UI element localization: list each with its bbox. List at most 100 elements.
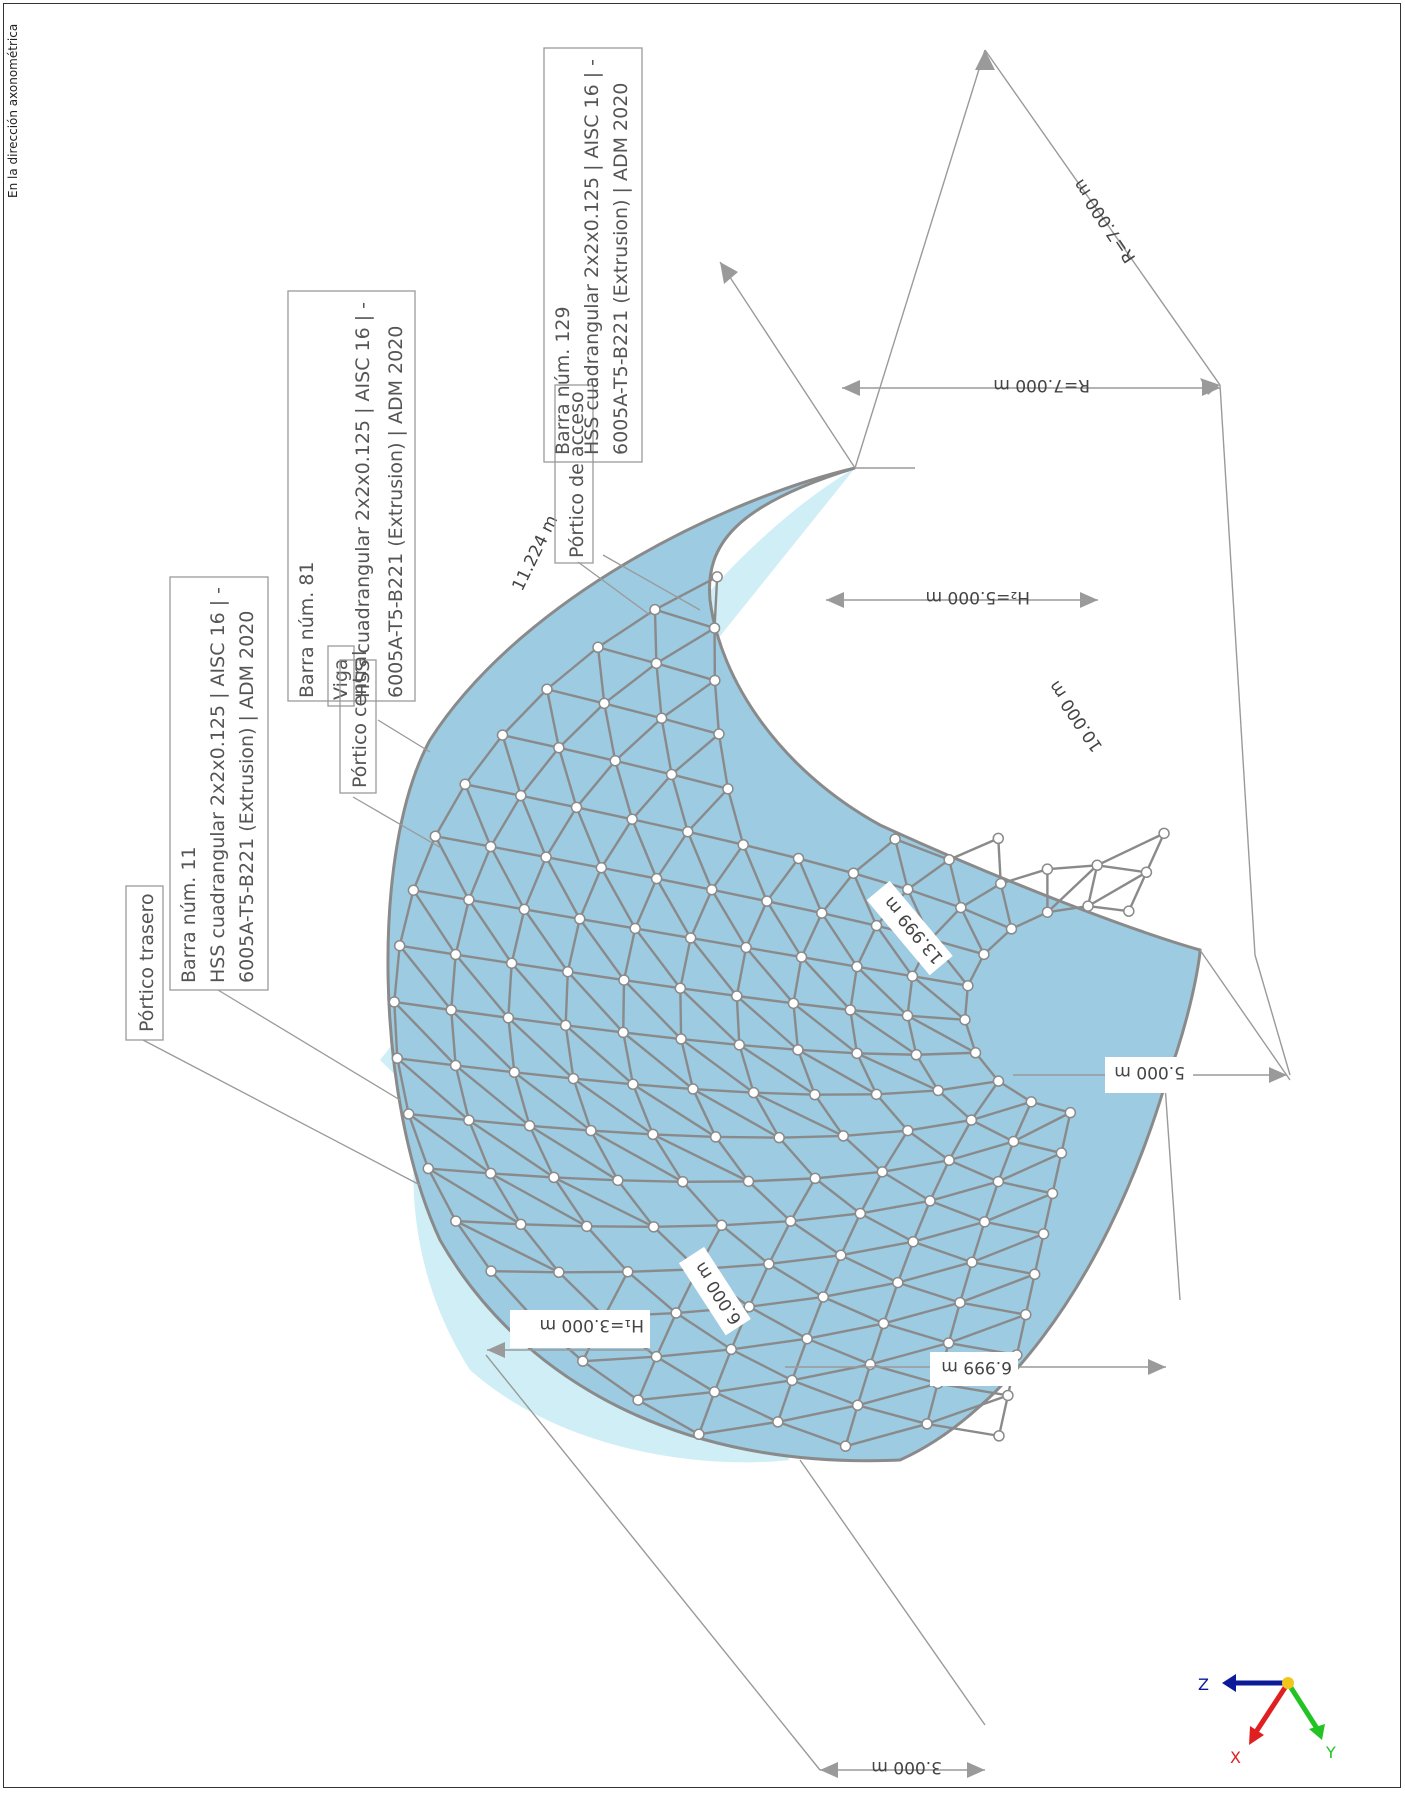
node-joint bbox=[391, 1052, 404, 1065]
member-bar bbox=[711, 888, 768, 903]
dimension-lines bbox=[485, 49, 1291, 1771]
node-joint bbox=[393, 939, 406, 952]
member-bar bbox=[859, 1171, 884, 1215]
member-bar bbox=[489, 846, 526, 910]
member-bar bbox=[998, 1180, 1053, 1195]
member-bar bbox=[912, 1200, 932, 1243]
member-bar bbox=[929, 1199, 986, 1223]
member-bar bbox=[565, 1024, 624, 1034]
member-bar bbox=[514, 1071, 574, 1080]
node-joint bbox=[761, 895, 773, 907]
member-bar bbox=[843, 1129, 908, 1138]
member-bar bbox=[797, 857, 823, 914]
member-bar bbox=[614, 759, 672, 776]
node-joint bbox=[965, 1114, 978, 1126]
node-joint bbox=[1002, 1389, 1014, 1402]
member-bar bbox=[792, 956, 803, 1004]
member-bar bbox=[579, 917, 636, 930]
callout-portico-acceso: Pórtico de acceso bbox=[554, 384, 594, 564]
member-bar bbox=[720, 1224, 770, 1265]
member-bar bbox=[601, 866, 657, 880]
member-bar bbox=[546, 688, 605, 705]
member-bar bbox=[564, 1025, 575, 1079]
member-bar bbox=[692, 1088, 780, 1139]
member-bar bbox=[393, 945, 401, 1003]
member-bar bbox=[603, 703, 617, 762]
dim-box-five bbox=[1105, 1057, 1193, 1093]
member-bar bbox=[960, 882, 1002, 909]
node-joint bbox=[816, 907, 828, 919]
node-joint bbox=[743, 1301, 755, 1313]
node-joint bbox=[463, 894, 475, 906]
callout-bar11-line2: HSS cuadrangular 2x2x0.125 | AISC 16 | - bbox=[207, 587, 229, 983]
node-joint bbox=[402, 1108, 415, 1120]
member-bar bbox=[926, 1422, 1000, 1438]
node-joint bbox=[969, 1047, 982, 1059]
member-bar bbox=[970, 1119, 1015, 1143]
node-joint bbox=[523, 1120, 536, 1132]
node-joint bbox=[388, 996, 401, 1008]
member-bar bbox=[822, 1295, 885, 1325]
member-bar bbox=[490, 1172, 554, 1179]
member-bar bbox=[752, 1092, 781, 1139]
node-joint bbox=[787, 997, 800, 1010]
member-bar bbox=[997, 1080, 1032, 1103]
member-bar bbox=[578, 918, 625, 981]
member-bar bbox=[689, 937, 738, 997]
member-bar bbox=[679, 988, 683, 1040]
node-joint bbox=[772, 1416, 784, 1428]
member-bar bbox=[1127, 871, 1148, 912]
member-bar bbox=[398, 944, 453, 1011]
member-bar bbox=[715, 1135, 780, 1139]
member-bar bbox=[450, 1009, 516, 1074]
member-bar bbox=[906, 1015, 918, 1056]
callout-leaders bbox=[142, 554, 701, 1186]
member-bar bbox=[434, 783, 467, 837]
member-bar bbox=[971, 1232, 1045, 1264]
member-bar bbox=[997, 1141, 1015, 1183]
member-bar bbox=[842, 1135, 884, 1173]
member-bar bbox=[1030, 1100, 1071, 1114]
node-joint bbox=[709, 674, 721, 687]
member-bar bbox=[631, 1083, 655, 1135]
node-joint bbox=[670, 1307, 682, 1319]
member-grid bbox=[393, 575, 1166, 1448]
member-bar bbox=[768, 1254, 841, 1266]
member-bar bbox=[897, 1261, 973, 1284]
node-joint bbox=[993, 1430, 1005, 1442]
member-bar bbox=[971, 1100, 1032, 1122]
member-bar bbox=[578, 867, 603, 920]
member-bar bbox=[1012, 1101, 1033, 1143]
member-bar bbox=[907, 1129, 950, 1162]
member-bar bbox=[869, 1323, 885, 1365]
member-bar bbox=[857, 1382, 938, 1407]
member-bar bbox=[742, 844, 768, 902]
member-bar bbox=[855, 1052, 878, 1095]
member-bar bbox=[529, 1124, 592, 1132]
member-bar bbox=[464, 783, 492, 848]
member-bar bbox=[907, 1118, 972, 1132]
member-bar bbox=[883, 1322, 949, 1345]
member-bar bbox=[714, 1390, 779, 1423]
member-bar bbox=[670, 733, 720, 776]
node-joint bbox=[864, 1358, 877, 1371]
node-joint bbox=[795, 951, 808, 963]
member-bar bbox=[396, 1057, 470, 1122]
member-bar bbox=[397, 1057, 456, 1067]
member-bar bbox=[690, 936, 747, 949]
member-bar bbox=[450, 954, 457, 1011]
member-bar bbox=[653, 1224, 722, 1229]
node-joint bbox=[485, 1265, 497, 1277]
member-bar bbox=[790, 1212, 861, 1223]
member-bar bbox=[572, 1077, 654, 1136]
node-joint bbox=[966, 1256, 978, 1268]
member-bar bbox=[576, 806, 633, 821]
member-bar bbox=[489, 795, 522, 848]
member-bar bbox=[564, 971, 569, 1026]
member-bar bbox=[603, 1271, 629, 1318]
member-bar bbox=[894, 837, 950, 861]
member-bar bbox=[691, 1088, 717, 1138]
callout-bar81: Barra núm. 81 HSS cuadrangular 2x2x0.125… bbox=[287, 290, 416, 702]
member-bar bbox=[1033, 1233, 1045, 1275]
